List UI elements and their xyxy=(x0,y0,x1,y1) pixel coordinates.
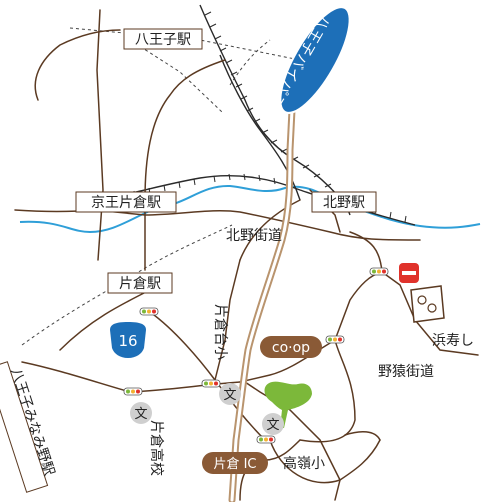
school-icon xyxy=(262,413,284,435)
ginkgo-leaf-icon xyxy=(264,381,312,428)
katakura-dai-elementary-label: 片倉台小 xyxy=(212,304,228,360)
traffic-signal-icon xyxy=(123,387,143,396)
hachioji-station: 八王子駅 xyxy=(123,28,203,50)
hachioji-minamino-station: 八王子みなみ野駅 xyxy=(0,361,57,493)
keio-katakura-station-label: 京王片倉駅 xyxy=(91,195,161,211)
kitano-station-label: 北野駅 xyxy=(323,195,365,211)
bypass-label-badge: 八王子バイパス xyxy=(266,6,351,114)
dashed-lines xyxy=(21,27,301,346)
school-symbol-takamine: 文 xyxy=(266,418,279,433)
takamine-elementary: 文 高嶺小 xyxy=(262,381,325,472)
traffic-signal-icon xyxy=(325,335,345,344)
traffic-signal-icon xyxy=(369,267,389,276)
traffic-signal-icon xyxy=(139,307,159,316)
coop-label: co·op xyxy=(272,340,310,356)
noda-kaido-label: 野猿街道 xyxy=(378,364,434,380)
river xyxy=(19,184,481,234)
katakura-high-label: 片倉高校 xyxy=(148,420,165,476)
roads xyxy=(14,9,479,501)
route-16-badge: 16 xyxy=(110,322,146,358)
kitano-station: 北野駅 xyxy=(311,191,377,213)
hamazushi: 浜寿し xyxy=(399,263,474,349)
bypass-road-inner xyxy=(230,108,294,502)
hachioji-station-label: 八王子駅 xyxy=(135,32,191,48)
katakura-station: 片倉駅 xyxy=(107,272,173,294)
route-16-label: 16 xyxy=(118,332,137,350)
traffic-signal-icon xyxy=(256,435,276,444)
katakura-dai-elementary: 片倉台小 文 xyxy=(212,304,241,405)
katakura-ic-label: 片倉 IC xyxy=(213,457,256,472)
school-icon xyxy=(130,402,152,424)
keio-katakura-station: 京王片倉駅 xyxy=(75,191,177,213)
katakura-ic-badge: 片倉 IC xyxy=(202,452,268,474)
katakura-station-label: 片倉駅 xyxy=(119,276,161,292)
traffic-signal-icon xyxy=(201,379,221,388)
school-icon xyxy=(219,383,241,405)
school-symbol-katakura-high: 文 xyxy=(134,407,147,422)
school-symbol-katakura-dai: 文 xyxy=(223,388,236,403)
coop-badge: co·op xyxy=(260,336,322,358)
restaurant-building-icon xyxy=(410,285,445,323)
kitano-kaido-label: 北野街道 xyxy=(226,228,282,244)
takamine-elementary-label: 高嶺小 xyxy=(283,455,325,472)
hamazushi-label: 浜寿し xyxy=(432,332,474,349)
katakura-high: 文 片倉高校 xyxy=(130,402,165,476)
